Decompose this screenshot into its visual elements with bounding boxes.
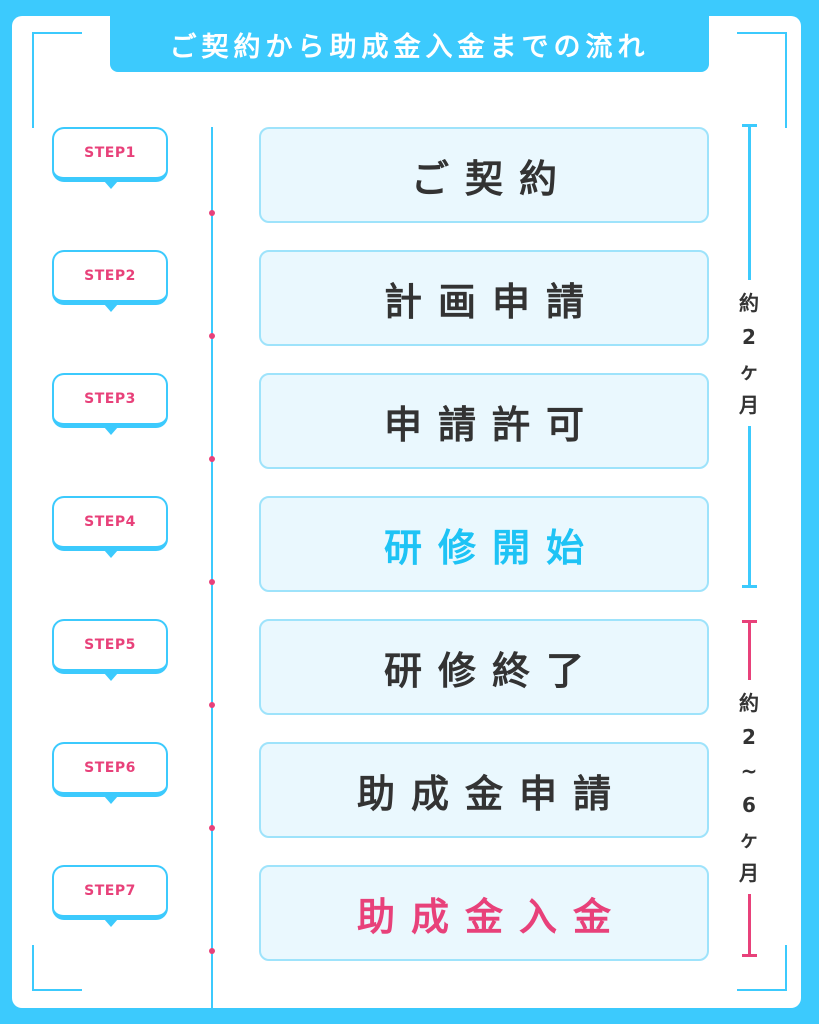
step-box: 申請許可 — [259, 373, 709, 469]
step-badge: STEP3 — [52, 373, 168, 435]
timeline-dot — [209, 333, 215, 339]
duration-bracket — [748, 124, 751, 280]
duration-label: 約 2 ~6 ヶ月 — [728, 686, 770, 890]
timeline-dot — [209, 825, 215, 831]
page-title: ご契約から助成金入金までの流れ — [110, 16, 709, 72]
duration-char: 月 — [739, 393, 759, 417]
duration-char: ~ — [740, 759, 758, 783]
duration-char: 2 — [742, 325, 756, 349]
duration-char: 6 — [742, 793, 756, 817]
step-badge: STEP1 — [52, 127, 168, 189]
timeline-dot — [209, 948, 215, 954]
duration-char: 約 — [739, 291, 759, 315]
step-badge: STEP2 — [52, 250, 168, 312]
duration-char: ヶ — [739, 359, 759, 383]
duration-bracket — [748, 894, 751, 956]
duration-bracket-cap — [742, 954, 757, 957]
step-badge: STEP4 — [52, 496, 168, 558]
step-box: 研修終了 — [259, 619, 709, 715]
corner-decoration — [737, 945, 787, 991]
duration-char: 月 — [739, 861, 759, 885]
corner-decoration — [32, 945, 82, 991]
duration-bracket-cap — [742, 585, 757, 588]
duration-label: 約 2 ヶ月 — [728, 286, 770, 422]
corner-decoration — [737, 32, 787, 128]
duration-bracket — [748, 620, 751, 680]
timeline-dot — [209, 456, 215, 462]
duration-char: 約 — [739, 691, 759, 715]
duration-bracket — [748, 426, 751, 587]
step-box: 計画申請 — [259, 250, 709, 346]
step-badge: STEP5 — [52, 619, 168, 681]
step-box: ご契約 — [259, 127, 709, 223]
duration-char: 2 — [742, 725, 756, 749]
timeline-dot — [209, 579, 215, 585]
step-badge: STEP6 — [52, 742, 168, 804]
step-box: 助成金申請 — [259, 742, 709, 838]
step-box: 助成金入金 — [259, 865, 709, 961]
timeline-dot — [209, 702, 215, 708]
timeline-dot — [209, 210, 215, 216]
corner-decoration — [32, 32, 82, 128]
timeline-line — [211, 127, 213, 1017]
duration-char: ヶ — [739, 827, 759, 851]
step-box: 研修開始 — [259, 496, 709, 592]
step-badge: STEP7 — [52, 865, 168, 927]
